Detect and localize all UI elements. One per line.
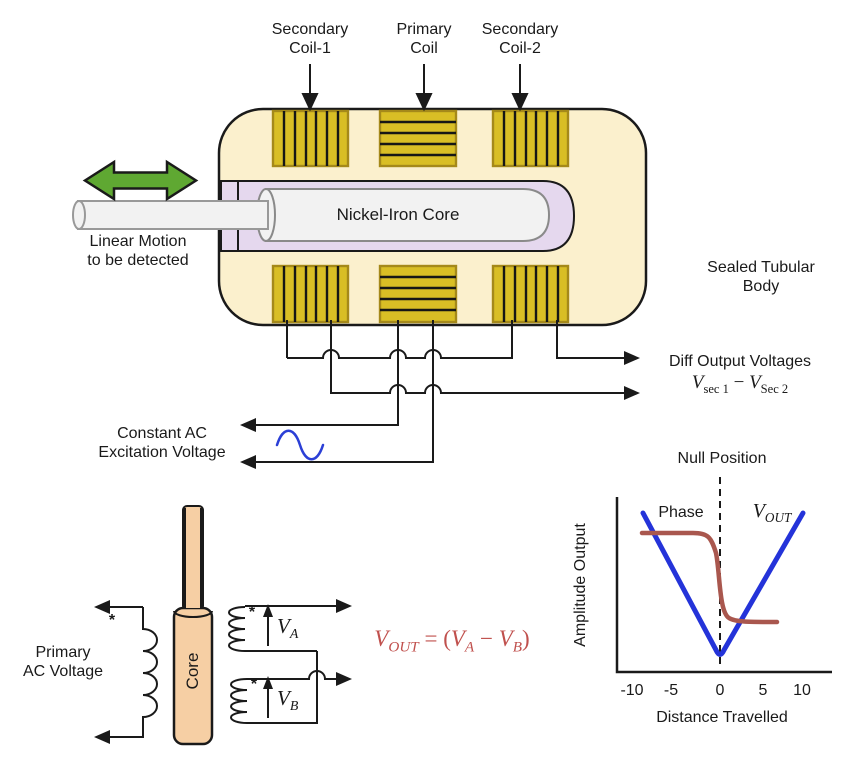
label-pointer-arrows [301,64,529,112]
tick-neg5: -5 [663,682,679,699]
schematic-arrowheads [263,599,352,689]
primary-coil-top [378,109,458,168]
secondary-coil-2-top [491,109,570,168]
vb-label: VB [277,686,299,714]
vb-up-arrow-icon [263,676,273,689]
vout-curve [640,510,806,657]
nickel-iron-core-shape [72,188,551,242]
vb-output-arrow-icon [336,672,352,686]
linear-motion-label: Linear Motion to be detected [87,233,189,269]
vsec-formula: Vsec 1 − VSec 2 [691,372,789,396]
graph-y-axis-label: Amplitude Output [572,523,589,647]
secondary-coil-2-label: Secondary Coil-2 [481,21,559,57]
diff-output-label: Diff Output Voltages [668,353,812,370]
va-output-arrow-icon [336,599,352,613]
tick-0: 0 [715,682,725,699]
wiring-arrowheads [240,351,640,469]
primary-arrow-bottom-icon [94,730,110,744]
graph-title: Null Position [677,450,767,467]
phase-curve-label: Phase [658,504,704,521]
constant-ac-label: Constant AC Excitation Voltage [98,425,226,461]
coil-wiring [256,320,624,463]
push-rod [77,200,269,230]
sealed-tubular-body-label: Sealed Tubular Body [707,259,815,295]
linear-motion-arrow-icon [82,159,199,202]
primary-arrow-top-icon [94,600,110,614]
tick-neg10: -10 [620,682,644,699]
secondary-coil-1-top [271,109,350,168]
nickel-iron-core-label: Nickel-Iron Core [336,205,460,224]
phase-curve [639,530,780,625]
vout-formula: VOUT = (VA − VB) [374,626,530,656]
vout-curve-label: VOUT [752,500,792,525]
diff-output-arrow-1-icon [624,351,640,365]
secondary-coil-1-bottom [271,264,350,324]
secondary-windings-schematic [228,605,336,724]
secondary-coil-2-bottom [491,264,570,324]
excitation-arrow-2-icon [240,455,256,469]
excitation-arrow-1-icon [240,418,256,432]
diff-output-arrow-2-icon [624,386,640,400]
primary-coil-label: Primary Coil [396,21,452,57]
primary-coil-bottom [378,264,458,324]
tick-10: 10 [793,682,811,699]
secondary-coil-1-label: Secondary Coil-1 [271,21,349,57]
output-graph [615,477,832,674]
primary-ac-voltage-label: Primary AC Voltage [22,644,104,680]
va-polarity-star: * [248,604,256,621]
schematic-core [172,505,214,746]
primary-winding-schematic [110,606,158,738]
va-label: VA [277,614,299,642]
graph-x-axis-label: Distance Travelled [656,709,788,726]
tick-5: 5 [758,682,768,699]
core-label: Core [183,652,202,690]
ac-sine-icon [275,429,325,461]
graph-axes [615,497,832,674]
primary-polarity-star: * [108,612,116,629]
vb-polarity-star: * [250,676,258,693]
va-up-arrow-icon [263,604,273,617]
